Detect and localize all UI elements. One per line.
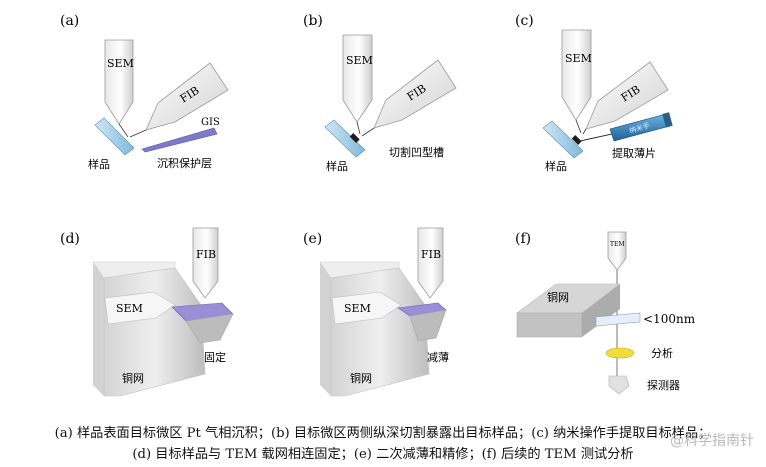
panel-d: (d) SEM FIB 铜网 固定 — [60, 227, 234, 397]
trench — [571, 135, 582, 145]
block-side — [93, 262, 104, 396]
thickness-label: <100nm — [643, 312, 696, 326]
tem-label: TEM — [610, 241, 625, 248]
detector-label: 探测器 — [647, 379, 680, 392]
electron-beam — [356, 121, 361, 135]
panel-d-letter: (d) — [60, 231, 80, 247]
gis-label: GIS — [201, 117, 220, 128]
ion-beam — [582, 128, 587, 135]
electron-beam — [575, 119, 582, 134]
sem-column — [104, 39, 134, 125]
gis-needle — [141, 127, 218, 153]
analysis-disk — [605, 347, 635, 359]
grid-label: 铜网 — [350, 371, 372, 385]
sample — [542, 120, 584, 159]
sample — [94, 117, 135, 156]
analysis-label: 分析 — [651, 346, 673, 360]
sample-label: 样品 — [326, 159, 348, 173]
fib-column — [585, 61, 669, 130]
thin-sample — [595, 312, 641, 327]
panel-c: (c) SEM FIB 纳米手 样品 提取薄片 — [515, 13, 673, 173]
panel-b: (b) SEM FIB 样品 切割凹型槽 — [303, 13, 457, 173]
manipulator-end — [662, 112, 673, 128]
chamber-block — [330, 267, 430, 397]
sem-column — [104, 291, 176, 325]
ion-beam — [361, 127, 375, 137]
grid-post — [409, 309, 447, 342]
panel-a-letter: (a) — [60, 13, 79, 29]
note-label: 切割凹型槽 — [389, 145, 444, 159]
sem-column — [342, 34, 373, 123]
trench — [349, 133, 360, 143]
panel-e: (e) SEM FIB 铜网 减薄 — [303, 227, 449, 397]
note-label: 提取薄片 — [612, 146, 656, 160]
note-label: 减薄 — [427, 350, 449, 364]
tem-column — [607, 231, 627, 271]
sem-label: SEM — [107, 57, 134, 70]
fib-column — [192, 227, 219, 299]
sem-label: SEM — [116, 302, 143, 315]
fib-label: FIB — [196, 248, 216, 261]
grid-label: 铜网 — [122, 371, 144, 385]
note-label: 固定 — [204, 350, 226, 364]
panel-c-letter: (c) — [515, 13, 534, 29]
sem-column — [561, 29, 592, 121]
caption-line-1: (a) 样品表面目标微区 Pt 气相沉积；(b) 目标微区两侧纵深切割暴露出目标… — [54, 426, 712, 441]
electron-beam — [118, 123, 129, 138]
chamber-block — [103, 267, 206, 397]
grid-post — [185, 313, 234, 344]
watermark: @科学指南针 — [670, 433, 754, 449]
panel-f-letter: (f) — [515, 231, 531, 247]
grid-label: 铜网 — [547, 290, 569, 304]
fib-label: FIB — [421, 248, 441, 261]
ion-beam — [129, 129, 147, 138]
fib-column — [417, 227, 444, 299]
probe-tip — [579, 133, 613, 142]
panel-a: (a) SEM FIB 样品 GIS 沉积保护层 — [60, 13, 229, 171]
sem-label: SEM — [346, 54, 373, 67]
sem-column — [331, 291, 402, 325]
fib-tem-process-diagram: (a) SEM FIB 样品 GIS 沉积保护层 (b) SEM FIB 样品 … — [60, 13, 696, 397]
detector — [608, 375, 630, 395]
caption-line-2: (d) 目标样品与 TEM 载网相连固定；(e) 二次减薄和精修；(f) 后续的… — [132, 447, 634, 462]
grid-front — [516, 312, 583, 338]
sample — [324, 119, 366, 158]
fib-column — [373, 59, 457, 129]
grid-side — [582, 284, 620, 337]
panel-e-letter: (e) — [303, 231, 322, 247]
sem-label: SEM — [344, 302, 371, 315]
block-side — [320, 262, 331, 396]
fib-column — [145, 62, 229, 131]
sample-label: 样品 — [545, 159, 567, 173]
note-label: 沉积保护层 — [157, 156, 212, 170]
sample-label: 样品 — [88, 157, 110, 171]
panel-b-letter: (b) — [303, 13, 323, 29]
sem-label: SEM — [565, 52, 592, 65]
panel-f: (f) TEM 铜网 <100nm 分析 探测器 — [515, 231, 696, 395]
